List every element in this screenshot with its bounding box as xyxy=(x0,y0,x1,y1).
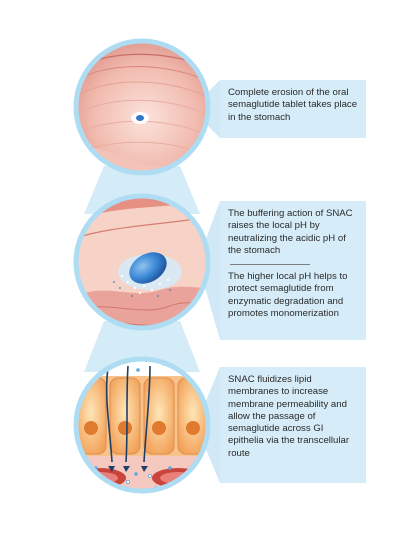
beam-2-3 xyxy=(84,321,200,372)
epithelium-illustration xyxy=(76,359,208,491)
stomach-illustration xyxy=(76,41,208,173)
caption-box-2: The buffering action of SNAC raises the … xyxy=(220,201,366,340)
caption-box-1: Complete erosion of the oral semaglutide… xyxy=(220,80,366,138)
callout-beam-2 xyxy=(200,201,220,340)
cell xyxy=(109,377,141,455)
circle-2-ring xyxy=(73,193,211,331)
circle-3-ring xyxy=(73,356,211,494)
caption-text-2: The buffering action of SNAC raises the … xyxy=(228,208,353,256)
tablet-icon xyxy=(136,115,144,121)
cell xyxy=(143,377,175,455)
tablet-icon xyxy=(129,252,167,284)
divider xyxy=(230,264,310,266)
caption-text-1: Complete erosion of the oral semaglutide… xyxy=(228,87,358,123)
caption-text-3: SNAC fluidizes lipid membranes to increa… xyxy=(228,374,350,459)
caption-box-3: SNAC fluidizes lipid membranes to increa… xyxy=(220,367,366,483)
caption-text-2b: The higher local pH helps to protect sem… xyxy=(228,271,348,319)
circle-1-ring xyxy=(73,38,211,176)
